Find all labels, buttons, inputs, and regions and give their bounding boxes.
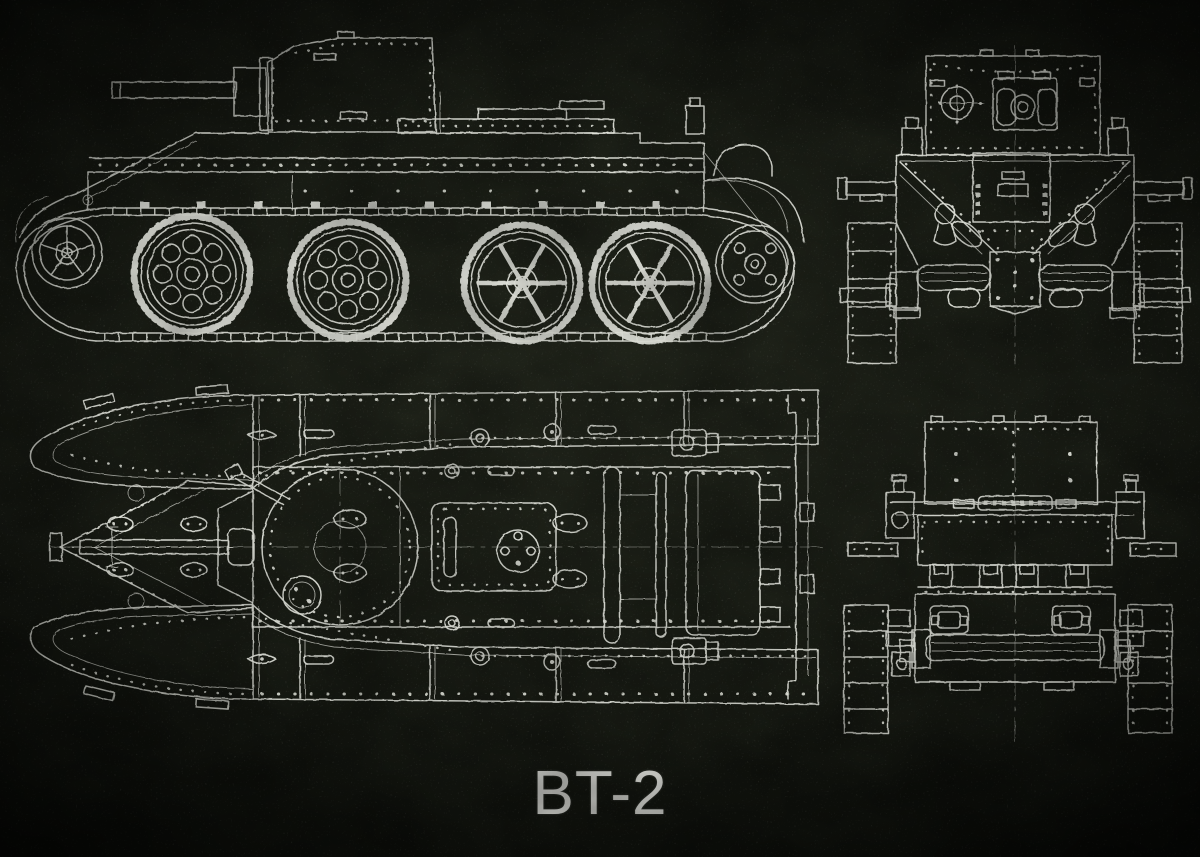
side-view-hull (15, 91, 805, 243)
top-view-drawing (28, 384, 823, 711)
side-view-drive-wheel (715, 224, 795, 304)
side-view-idler-wheel (31, 217, 103, 289)
front-view-turret (925, 49, 1101, 156)
front-view-drawing (837, 45, 1193, 365)
rear-view-fenders (847, 542, 1177, 557)
side-view-gun-barrel (111, 81, 237, 99)
rear-view-turret (924, 415, 1098, 505)
side-view-drawing (15, 31, 805, 345)
poster-title: BT-2 (532, 759, 668, 828)
side-view-road-wheels (130, 212, 712, 345)
rear-view-tracks (843, 604, 1173, 734)
side-view-turret (233, 31, 437, 133)
rear-view-drawing (843, 409, 1177, 743)
